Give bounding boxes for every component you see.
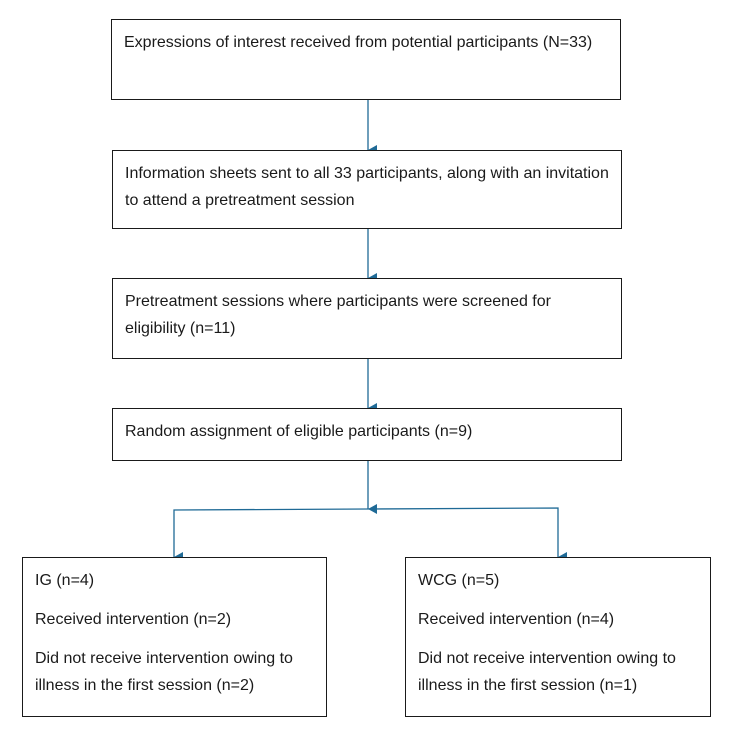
step-information-sheets-text: Information sheets sent to all 33 partic…	[125, 165, 609, 209]
step-expressions-of-interest-text: Expressions of interest received from po…	[124, 34, 593, 51]
step-information-sheets: Information sheets sent to all 33 partic…	[112, 150, 622, 229]
step-random-assignment: Random assignment of eligible participan…	[112, 408, 622, 461]
group-wcg-received: Received intervention (n=4)	[418, 611, 615, 628]
branch-to-wcg	[367, 507, 567, 562]
group-wcg-not-received: Did not receive intervention owing to il…	[418, 650, 676, 694]
group-ig: IG (n=4) Received intervention (n=2) Did…	[22, 557, 327, 717]
group-ig-received: Received intervention (n=2)	[35, 611, 232, 628]
step-random-assignment-text: Random assignment of eligible participan…	[125, 423, 473, 440]
step-pretreatment-sessions-text: Pretreatment sessions where participants…	[125, 293, 551, 337]
group-wcg-title: WCG (n=5)	[418, 572, 500, 589]
group-ig-not-received: Did not receive intervention owing to il…	[35, 650, 293, 694]
group-ig-title: IG (n=4)	[35, 572, 95, 589]
group-wcg: WCG (n=5) Received intervention (n=4) Di…	[405, 557, 711, 717]
branch-to-ig	[173, 508, 369, 562]
step-expressions-of-interest: Expressions of interest received from po…	[111, 19, 621, 100]
step-pretreatment-sessions: Pretreatment sessions where participants…	[112, 278, 622, 359]
